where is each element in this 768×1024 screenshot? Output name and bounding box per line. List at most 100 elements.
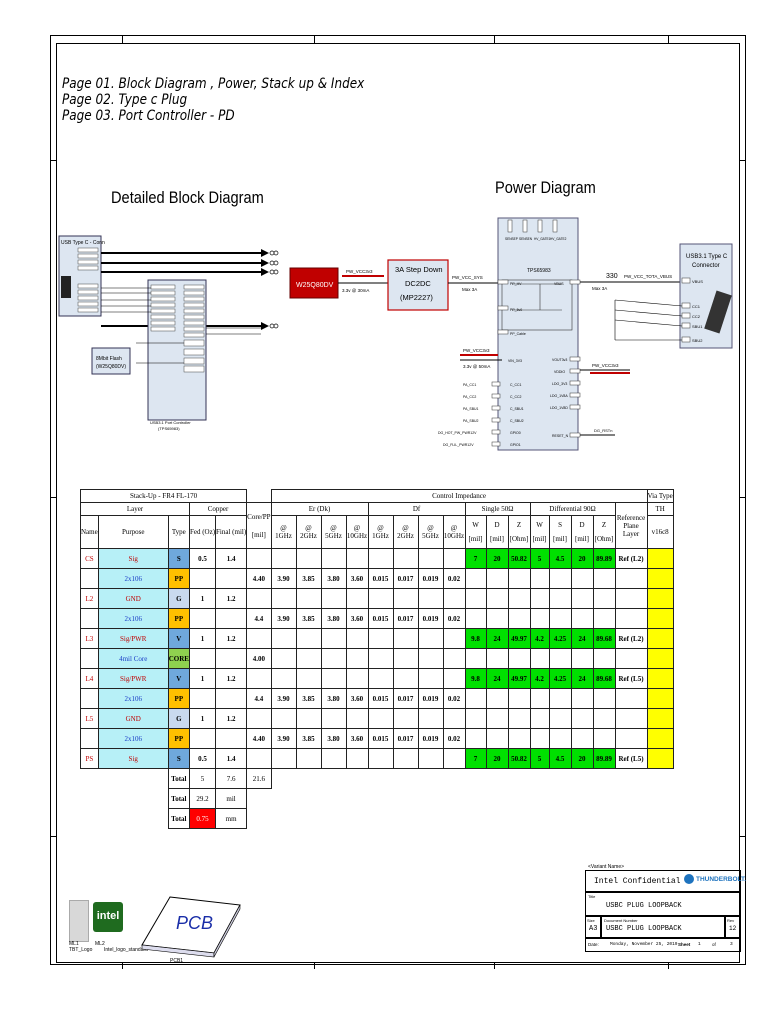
stackup-total-cell: [530, 789, 549, 809]
stackup-total-cell: [368, 789, 393, 809]
stackup-cell: [367, 588, 394, 609]
frame-tick: [668, 963, 669, 969]
stackup-cell: [529, 568, 550, 589]
stackup-cell: [570, 568, 594, 589]
size-cell: Size A3: [585, 916, 601, 938]
col-head: D[mil]: [485, 515, 509, 549]
stackup-cell: 1: [188, 628, 217, 649]
left-net: PA_SBU2: [463, 419, 479, 423]
stackup-cell: PS: [80, 748, 99, 769]
left-pin: C_SBU1: [510, 407, 524, 411]
stackup-cell: 3.60: [345, 608, 369, 629]
stackup-total-cell: [346, 769, 368, 789]
stackup-total-cell: [296, 789, 321, 809]
block-diagram-title: Detailed Block Diagram: [111, 188, 264, 207]
stackup-cell: [464, 708, 487, 729]
stackup-cell: 3.90: [270, 728, 297, 749]
col-head: Purpose: [97, 515, 169, 549]
frame-tick: [50, 497, 56, 498]
stackup-cell: 3.80: [320, 728, 347, 749]
thunderbolt-icon: [684, 874, 694, 884]
stackup-cell: [80, 568, 99, 589]
stackup-cell: [345, 748, 369, 769]
vbus-label: VBUS: [554, 282, 564, 286]
stackup-cell: 4.4: [246, 608, 272, 629]
pp-hv: PP_HV: [510, 282, 522, 286]
stackup-cell: 3.80: [320, 688, 347, 709]
stackup-cell: [529, 728, 550, 749]
stackup-cell: 4.40: [246, 568, 272, 589]
size-label: Size: [587, 918, 595, 923]
stackup-cell: 89.68: [592, 628, 616, 649]
sheet-value: 1: [698, 942, 701, 947]
stackup-total-cell: 29.2: [188, 788, 217, 809]
stackup-cell: 4.2: [529, 668, 550, 689]
stackup-cell: [507, 588, 531, 609]
sheet-border-outer: [50, 35, 746, 965]
stackup-cell: [442, 628, 466, 649]
stackup-cell: [295, 668, 322, 689]
step-down-line: DC2DC: [405, 279, 431, 288]
stackup-cell: 1: [188, 668, 217, 689]
frame-tick: [50, 836, 56, 837]
stackup-cell: [592, 648, 616, 669]
stackup-cell: L2: [80, 588, 99, 609]
stackup-total-cell: [81, 809, 99, 829]
left-net: PA_SBU1: [463, 407, 479, 411]
stackup-cell: [270, 628, 297, 649]
block-diagram: USB Type C - Conn: [58, 235, 279, 431]
stackup-cell: 24: [485, 668, 509, 689]
stackup-total-cell: [615, 769, 647, 789]
stackup-cell: [417, 548, 444, 569]
title-cell: Title USBC PLUG LOOPBACK: [585, 892, 741, 916]
stackup-cell: [592, 708, 616, 729]
stackup-cell: [646, 548, 674, 569]
confidential-text: Intel Confidential: [594, 877, 681, 886]
stackup-cell: 5: [529, 748, 550, 769]
frame-tick: [740, 160, 746, 161]
stackup-cell: [80, 608, 99, 629]
layer-header: Layer: [80, 502, 190, 516]
stackup-cell: 0.02: [442, 608, 466, 629]
stackup-cell: [320, 628, 347, 649]
stackup-cell: 1.2: [215, 668, 248, 689]
step-down-line: (MP2227): [400, 293, 433, 302]
stackup-cell: [188, 728, 217, 749]
stackup-cell: [442, 588, 466, 609]
col-head: W[mil]: [464, 515, 487, 549]
stackup-cell: 0.019: [417, 688, 444, 709]
col-head: @ 5GHz: [320, 515, 347, 549]
stackup-cell: G: [167, 588, 190, 609]
thunderbolt-brand: THUNDERBOLT.: [696, 876, 747, 883]
stackup-cell: [646, 728, 674, 749]
w25q80dv-box: [289, 267, 339, 299]
stackup-cell: [485, 728, 509, 749]
pp-5v0: PP_5v0: [510, 308, 522, 312]
stackup-cell: [367, 628, 394, 649]
frame-tick: [740, 836, 746, 837]
stackup-total-cell: [530, 809, 549, 829]
title-label: Title: [588, 894, 596, 899]
step-down-box: [387, 259, 449, 311]
stackup-total-cell: [486, 789, 508, 809]
stackup-cell: [529, 648, 550, 669]
stackup-total-cell: [571, 769, 593, 789]
stackup-cell: [270, 748, 297, 769]
col-head: Final (mil): [215, 515, 248, 549]
stackup-cell: [345, 708, 369, 729]
frame-tick: [668, 35, 669, 43]
stackup-cell: 24: [570, 668, 594, 689]
stackup-cell: 0.5: [188, 748, 217, 769]
stackup-cell: [295, 708, 322, 729]
doc-cell: Document Number USBC PLUG LOOPBACK: [601, 916, 725, 938]
stackup-cell: [592, 588, 616, 609]
stackup-cell: [392, 628, 419, 649]
stackup-cell: 4.25: [548, 628, 572, 649]
left-net: DG_FLIL_PWR12V: [443, 443, 474, 447]
stackup-cell: 2x106: [97, 728, 169, 749]
stackup-cell: 5: [529, 548, 550, 569]
col-head: @ 5GHz: [417, 515, 444, 549]
stackup-cell: 20: [570, 748, 594, 769]
stackup-cell: [570, 588, 594, 609]
